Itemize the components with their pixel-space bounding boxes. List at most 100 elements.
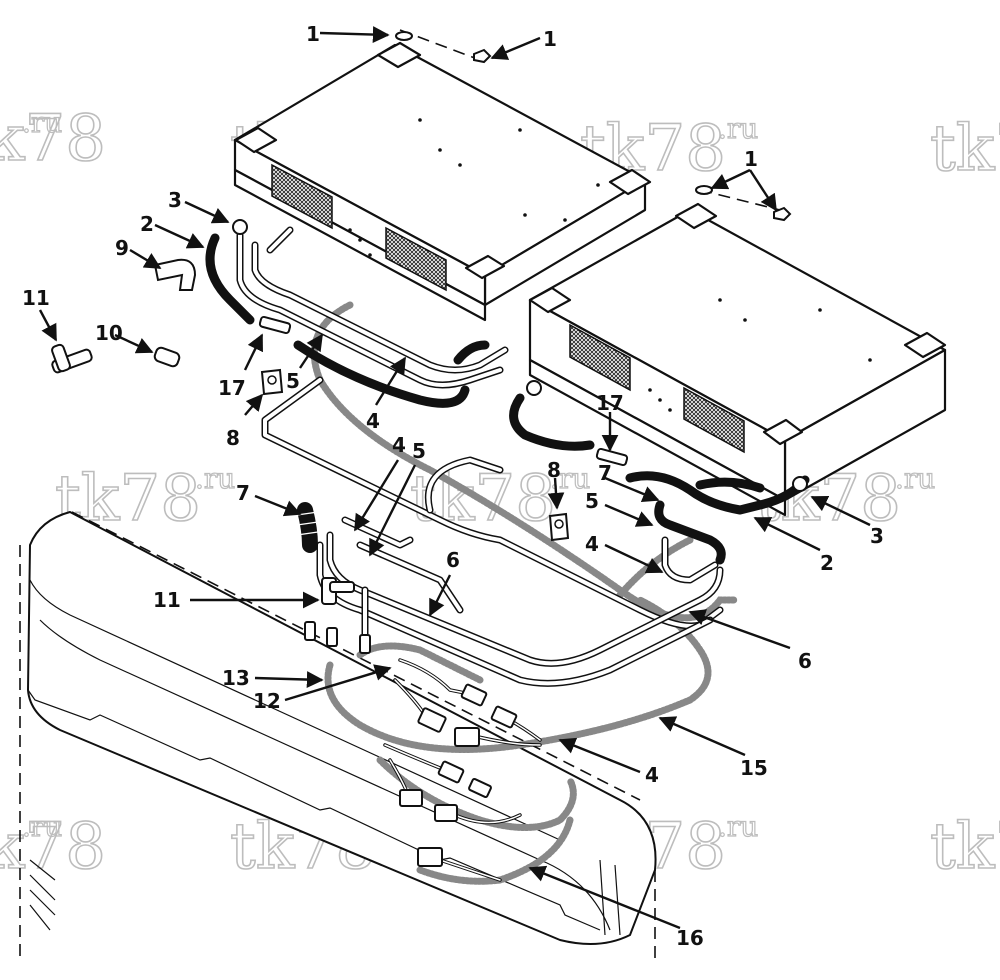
evaporator-unit-left [233, 41, 652, 322]
callout-13: 13 [222, 666, 250, 690]
svg-text:.ru: .ru [22, 106, 62, 139]
callout-3: 3 [168, 188, 182, 212]
callout-16: 16 [676, 926, 704, 950]
callout-2: 2 [820, 551, 834, 575]
callout-1: 1 [306, 22, 320, 46]
callout-8: 8 [226, 426, 240, 450]
clamp-bracket [260, 368, 284, 396]
mount-pad [234, 126, 278, 154]
hose-center [293, 340, 470, 408]
mount-pad [762, 418, 804, 446]
nut-washer [395, 31, 792, 222]
mount-pad [674, 202, 718, 230]
drain-cap [232, 219, 808, 492]
connector-plug [437, 760, 465, 784]
hoses [205, 233, 810, 565]
connector-plug [434, 804, 458, 822]
callout-15: 15 [740, 756, 768, 780]
shroud-corner-lines [29, 859, 56, 931]
callout-1: 1 [543, 27, 557, 51]
watermark: tk78 [929, 111, 1000, 187]
callout-7: 7 [598, 461, 612, 485]
callout-labels: 1 1 1 2 2 3 3 4 4 4 4 5 5 5 6 6 7 7 8 8 … [22, 22, 884, 950]
connector-plug [417, 847, 443, 867]
callout-11: 11 [153, 588, 181, 612]
small-parts [51, 31, 808, 654]
hose-stub [453, 340, 490, 365]
connector-plug [468, 777, 492, 799]
valve-fitting [595, 447, 629, 467]
callout-4: 4 [392, 433, 406, 457]
callout-17: 17 [218, 376, 246, 400]
svg-text:.ru: .ru [22, 810, 62, 843]
shroud-flange [27, 689, 601, 931]
tee-fitting-lower [304, 577, 371, 654]
connector-plug [399, 789, 423, 807]
unit-lower-rail [528, 358, 787, 517]
leader-arrows [38, 26, 871, 930]
mount-pad [376, 41, 422, 69]
centerline [71, 511, 641, 801]
straight-coupler [153, 346, 181, 368]
svg-text:tk78: tk78 [930, 810, 1000, 884]
mount-pad [528, 286, 572, 314]
svg-text:.ru: .ru [195, 462, 235, 495]
connector-plug [460, 683, 488, 707]
callout-6: 6 [798, 649, 812, 673]
callout-4: 4 [585, 532, 599, 556]
callout-1: 1 [744, 147, 758, 171]
callout-8: 8 [547, 458, 561, 482]
mount-pad [608, 168, 652, 196]
evaporator-unit-right [528, 202, 947, 517]
hose-right-drain [509, 393, 595, 451]
callout-10: 10 [95, 321, 123, 345]
watermark: tk78 [929, 809, 1000, 885]
elbow-fitting [153, 258, 197, 291]
callout-6: 6 [446, 548, 460, 572]
callout-17: 17 [596, 391, 624, 415]
callout-3: 3 [870, 524, 884, 548]
callout-11: 11 [22, 286, 50, 310]
svg-text:.ru: .ru [718, 810, 758, 843]
watermark: tk78.ru [0, 809, 107, 885]
svg-text:.ru: .ru [895, 462, 935, 495]
svg-text:tk78: tk78 [0, 102, 106, 176]
hose-stub [695, 477, 765, 493]
connector-plug [490, 705, 518, 729]
callout-4: 4 [366, 409, 380, 433]
watermark: tk78.ru [0, 101, 107, 177]
rivet-dots [648, 298, 872, 412]
connector-plug [454, 727, 480, 747]
hose-right-lower [625, 471, 765, 515]
harness-loop [324, 596, 712, 753]
clamp-bracket [548, 512, 570, 542]
tube-link [356, 541, 464, 614]
hose-right-bend [654, 500, 726, 565]
shroud-edge [29, 579, 561, 841]
unit-grille [271, 163, 333, 230]
shroud-outline [27, 511, 657, 945]
callout-4: 4 [645, 763, 659, 787]
valve-fitting [258, 315, 292, 335]
callout-12: 12 [253, 689, 281, 713]
tee-fitting [51, 343, 93, 374]
svg-text:.ru: .ru [718, 112, 758, 145]
connector-plug [417, 707, 447, 733]
callout-5: 5 [585, 489, 599, 513]
unit-grille [569, 323, 631, 392]
mount-pad [464, 254, 506, 280]
hose-elbow [297, 502, 318, 553]
unit-grille [385, 226, 447, 292]
refrigerant-tubes [236, 226, 724, 687]
electrical-connectors [383, 658, 542, 882]
callout-5: 5 [286, 369, 300, 393]
mount-pad [903, 331, 947, 359]
callout-9: 9 [115, 236, 129, 260]
svg-text:tk78: tk78 [0, 810, 106, 884]
callout-7: 7 [236, 481, 250, 505]
unit-grille [683, 386, 745, 454]
callout-5: 5 [412, 439, 426, 463]
callout-2: 2 [140, 212, 154, 236]
